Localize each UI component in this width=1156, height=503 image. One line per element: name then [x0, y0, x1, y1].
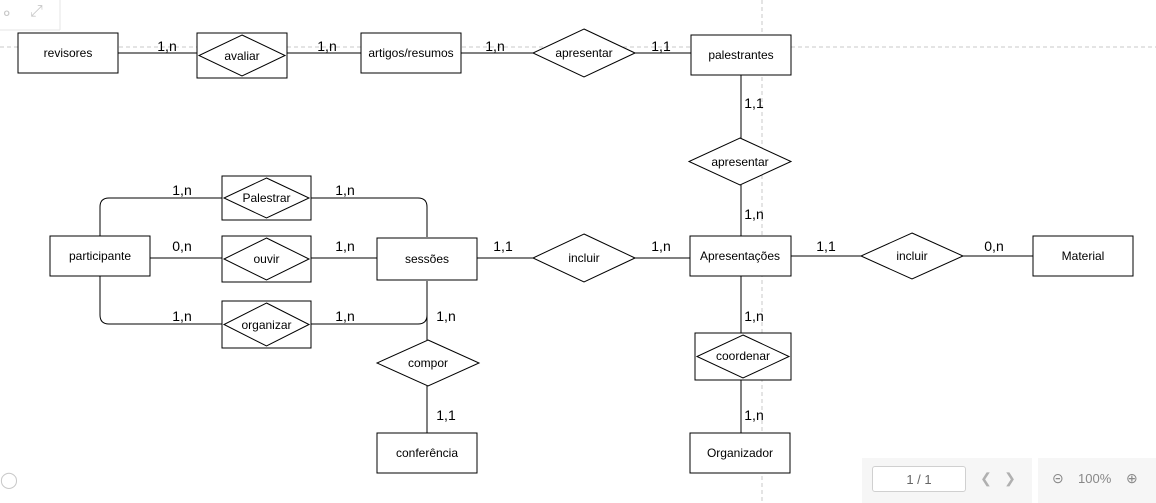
entity-palestrantes[interactable]: palestrantes [690, 34, 792, 76]
zoom-level: 100% [1078, 471, 1112, 486]
cardinality-label: 1,n [651, 238, 670, 254]
entity-material[interactable]: Material [1032, 235, 1134, 277]
cardinality-label: 1,n [744, 407, 763, 423]
relationship-label: coordenar [716, 349, 770, 363]
entity-revisores[interactable]: revisores [17, 32, 119, 74]
cardinality-label: 1,1 [651, 38, 671, 54]
entity-label: Organizador [707, 446, 773, 460]
connector [311, 281, 428, 325]
entity-apresentacoes[interactable]: Apresentações [689, 235, 792, 277]
entity-label: sessões [405, 252, 449, 266]
entity-participante[interactable]: participante [49, 235, 151, 277]
zoom-panel [1038, 458, 1156, 503]
relationship-compor[interactable]: compor [375, 339, 481, 387]
relationship-label: apresentar [711, 155, 768, 169]
relationship-organizar[interactable]: organizar [221, 300, 312, 349]
lock-icon[interactable]: ⚬ [0, 6, 14, 23]
entity-artigos-resumos[interactable]: artigos/resumos [360, 32, 462, 74]
entity-conferencia[interactable]: conferência [376, 432, 478, 474]
relationship-coordenar[interactable]: coordenar [694, 332, 792, 381]
relationship-label: compor [408, 356, 448, 370]
cardinality-label: 0,n [172, 238, 191, 254]
relationship-label: Palestrar [242, 191, 290, 205]
cardinality-label: 1,n [335, 308, 354, 324]
chevron-left-icon[interactable]: ❮ [980, 469, 992, 486]
cardinality-label: 1,n [317, 38, 336, 54]
relationship-label: incluir [896, 249, 927, 263]
cardinality-label: 1,1 [816, 238, 836, 254]
entity-sessoes[interactable]: sessões [376, 237, 478, 281]
entity-label: palestrantes [708, 48, 773, 62]
relationship-ouvir[interactable]: ouvir [221, 235, 312, 283]
cardinality-label: 1,n [744, 206, 763, 222]
cardinality-label: 1,1 [744, 95, 764, 111]
page-indicator[interactable]: 1 / 1 [872, 466, 966, 492]
entity-label: revisores [44, 46, 93, 60]
cardinality-label: 1,1 [436, 407, 456, 423]
cardinality-label: 1,1 [493, 238, 513, 254]
connector [99, 276, 222, 325]
relationship-label: avaliar [224, 49, 259, 63]
connector [99, 197, 222, 236]
expand-icon[interactable]: ⤢ [30, 3, 43, 20]
zoom-out-icon[interactable]: ⊝ [1052, 470, 1064, 486]
entity-label: conferência [396, 446, 458, 460]
cardinality-label: 1,n [485, 38, 504, 54]
relationship-avaliar[interactable]: avaliar [196, 32, 288, 79]
chat-icon[interactable]: ◯ [0, 472, 18, 489]
cardinality-label: 1,n [335, 238, 354, 254]
entity-label: artigos/resumos [368, 46, 453, 60]
relationship-apresentar-top[interactable]: apresentar [531, 28, 637, 78]
entity-label: participante [69, 249, 131, 263]
connector [311, 197, 428, 237]
relationship-label: ouvir [253, 252, 279, 266]
cardinality-label: 1,n [172, 308, 191, 324]
relationship-label: apresentar [555, 46, 612, 60]
entity-organizador[interactable]: Organizador [689, 432, 791, 474]
chevron-right-icon[interactable]: ❯ [1004, 469, 1016, 486]
cardinality-label: 0,n [984, 238, 1003, 254]
cardinality-label: 1,n [436, 308, 455, 324]
relationship-label: organizar [241, 318, 291, 332]
entity-label: Material [1062, 249, 1105, 263]
cardinality-label: 1,n [744, 308, 763, 324]
relationship-incluir-material[interactable]: incluir [859, 232, 965, 280]
cardinality-label: 1,n [335, 182, 354, 198]
relationship-label: incluir [568, 251, 599, 265]
relationship-palestrar[interactable]: Palestrar [221, 175, 312, 221]
cardinality-label: 1,n [172, 182, 191, 198]
relationship-incluir-sessoes[interactable]: incluir [531, 233, 637, 283]
relationship-apresentar-mid[interactable]: apresentar [687, 137, 793, 186]
cardinality-label: 1,n [157, 38, 176, 54]
zoom-in-icon[interactable]: ⊕ [1126, 470, 1138, 486]
entity-label: Apresentações [700, 249, 780, 263]
